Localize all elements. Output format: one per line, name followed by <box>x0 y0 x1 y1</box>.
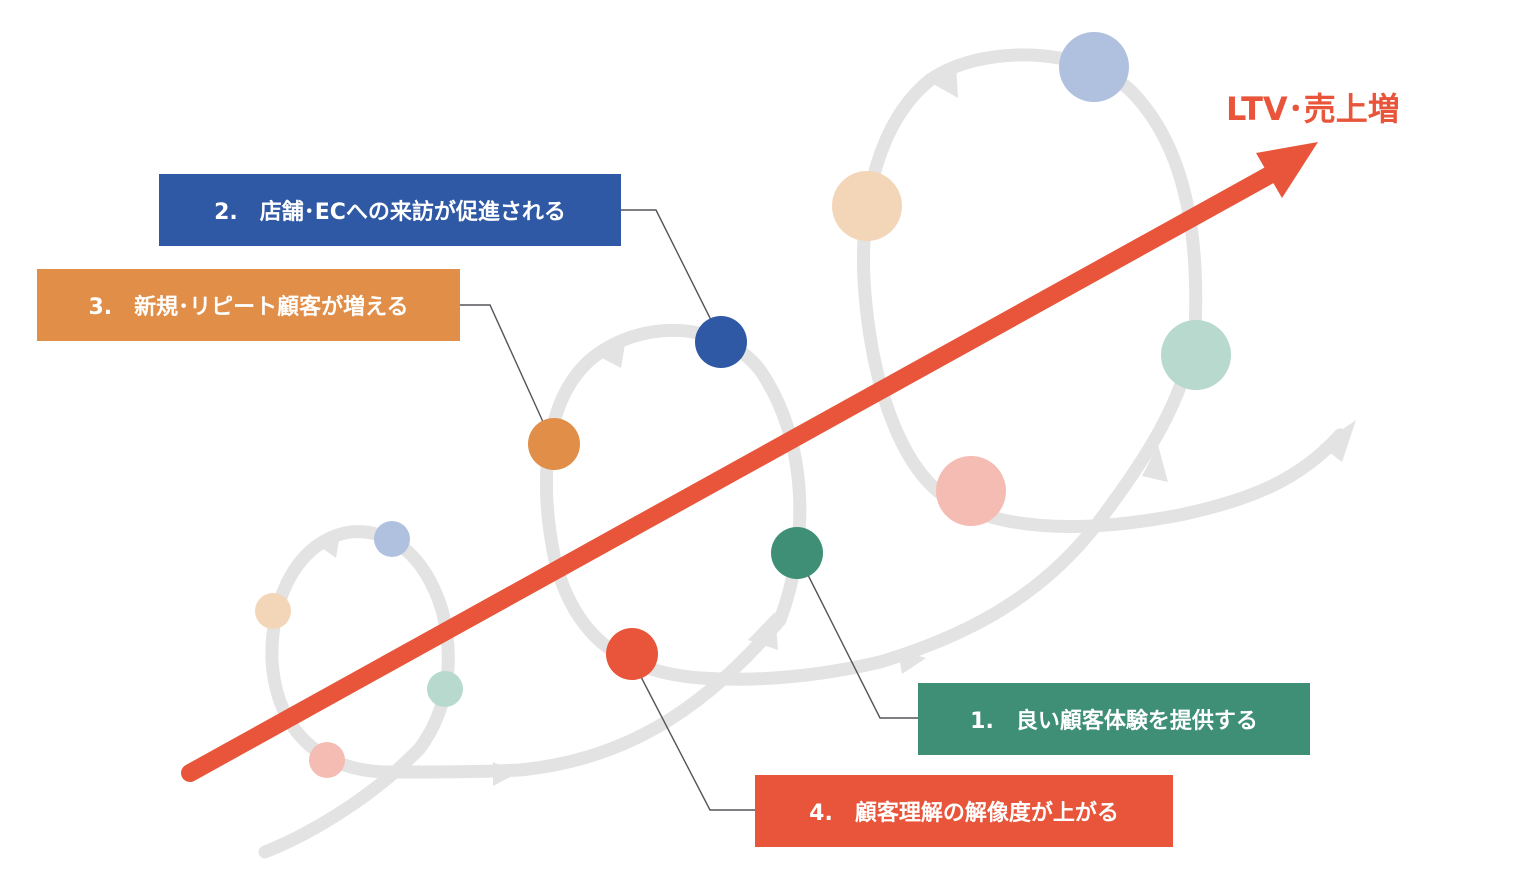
node-step-2 <box>695 316 747 368</box>
trend-arrow-shaft <box>181 163 1284 782</box>
cycle-path-large <box>857 48 1347 533</box>
direction-arrow <box>748 612 778 650</box>
connector-step-4 <box>639 674 755 811</box>
direction-arrow <box>318 534 340 558</box>
direction-arrow <box>596 338 626 368</box>
connector-step-2 <box>621 209 713 323</box>
node-blue-faded <box>374 521 410 557</box>
node-step-3 <box>528 418 580 470</box>
node-pink-faded <box>309 742 345 778</box>
trend-arrow <box>181 142 1318 782</box>
node-teal-faded <box>1161 320 1231 390</box>
node-orange-faded <box>255 593 291 629</box>
step-3-label: 3. 新規･リピート顧客が増える <box>37 269 460 341</box>
nodes-medium-cycle <box>528 316 823 680</box>
step-4-label: 4. 顧客理解の解像度が上がる <box>755 775 1173 847</box>
connector-step-3 <box>460 304 545 425</box>
step-1-label: 1. 良い顧客体験を提供する <box>918 683 1310 755</box>
step-2-label: 2. 店舗･ECへの来訪が促進される <box>159 174 621 246</box>
node-teal-faded <box>427 671 463 707</box>
direction-arrow <box>926 64 958 98</box>
direction-arrow <box>1142 445 1168 482</box>
node-pink-faded <box>936 456 1006 526</box>
direction-arrow <box>1320 420 1356 462</box>
node-step-1 <box>771 527 823 579</box>
trend-arrow-head <box>1256 142 1318 198</box>
nodes-large-cycle <box>832 32 1231 526</box>
direction-arrow <box>493 762 518 786</box>
connector-lines <box>460 209 918 811</box>
node-orange-faded <box>832 171 902 241</box>
connector-step-1 <box>807 574 918 719</box>
cycle-path-medium <box>540 323 1202 686</box>
cycle-direction-arrows <box>318 64 1356 786</box>
direction-arrow <box>898 650 926 674</box>
node-blue-faded <box>1059 32 1129 102</box>
node-step-4 <box>606 628 658 680</box>
goal-label: LTV･売上増 <box>1226 90 1400 128</box>
nodes-small-cycle <box>255 521 463 778</box>
